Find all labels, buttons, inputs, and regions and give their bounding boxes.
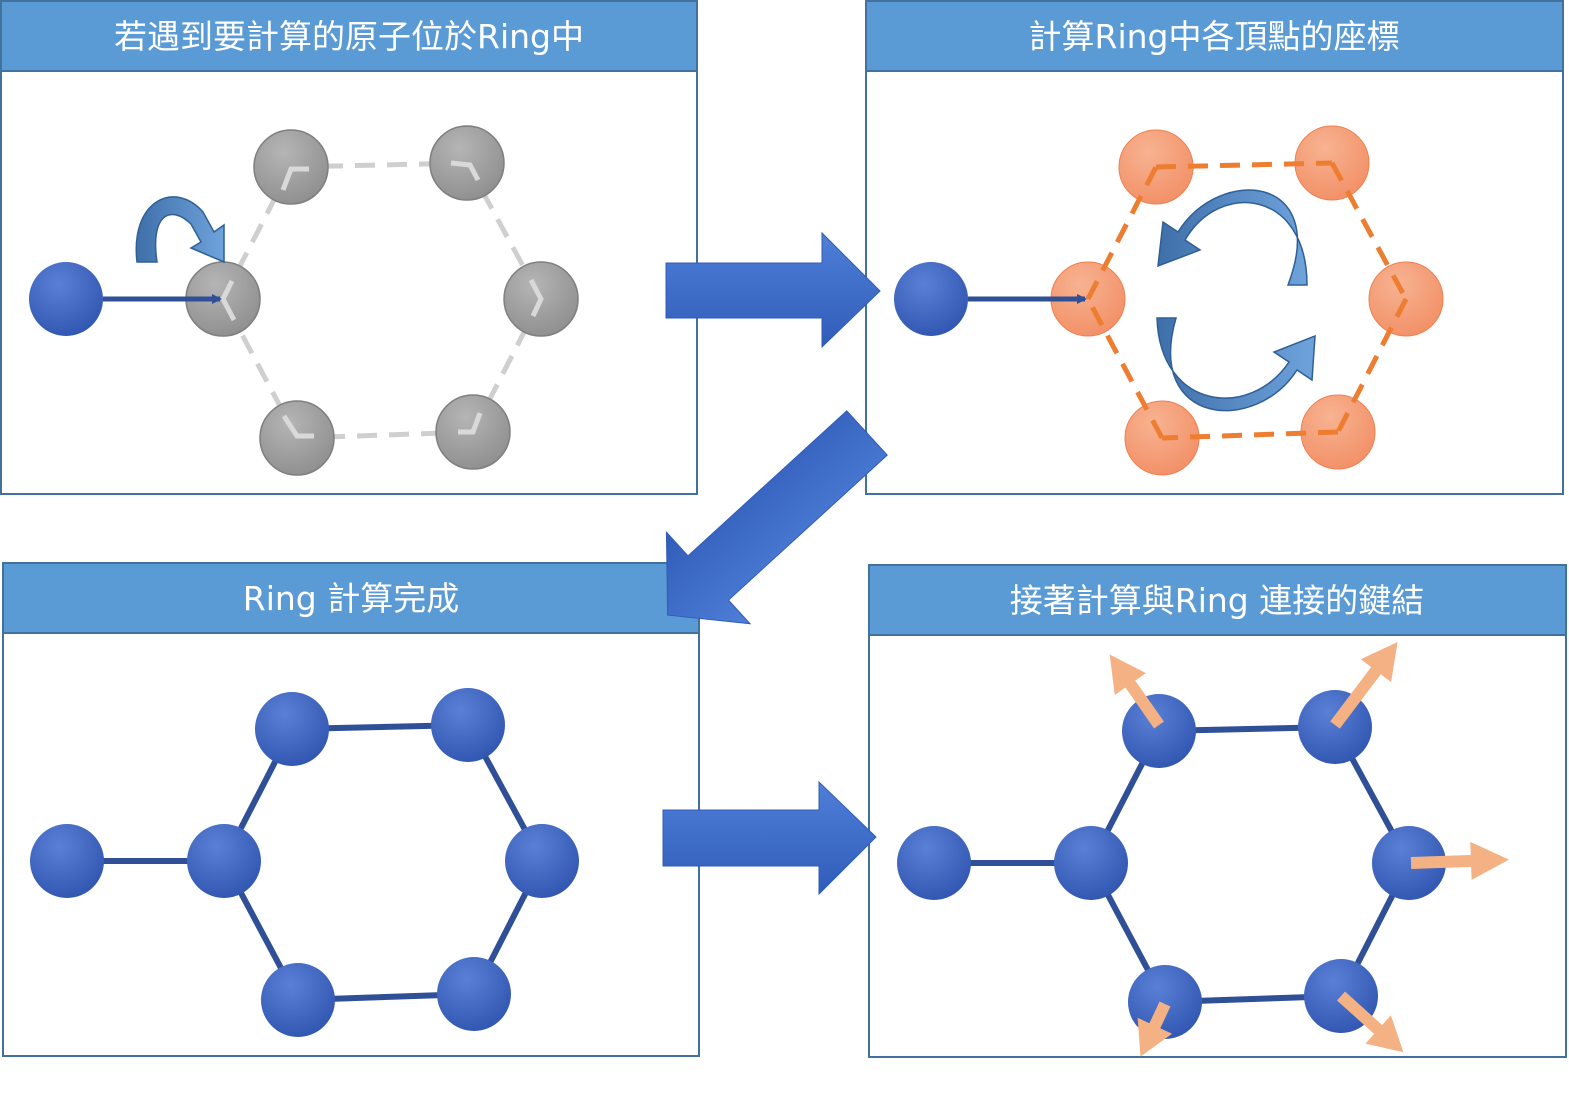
orange-ring-dashes xyxy=(1085,160,1409,441)
ring-dash-edge xyxy=(1335,297,1409,434)
ring-dash-edge xyxy=(1155,160,1333,170)
atom xyxy=(261,963,335,1037)
atom xyxy=(437,957,511,1031)
panel-3-frame xyxy=(2,562,700,1057)
arrow-right-icon xyxy=(662,780,877,896)
panel-2-header xyxy=(865,0,1564,72)
atom xyxy=(1372,826,1446,900)
panel-3-title: Ring 計算完成 xyxy=(243,579,459,618)
atom xyxy=(505,824,579,898)
atom xyxy=(255,692,329,766)
ring-dash-edge xyxy=(1085,165,1159,301)
outgoing-bond-arrow-icon xyxy=(1109,654,1164,729)
ring-dash-edge xyxy=(1329,161,1409,301)
flow-arrows xyxy=(662,231,888,896)
outgoing-bond-arrow-icon xyxy=(1137,1001,1173,1057)
outgoing-bond-arrow-icon xyxy=(1330,641,1398,729)
panel-1-frame xyxy=(0,0,698,495)
atom xyxy=(30,824,104,898)
atom xyxy=(1128,965,1202,1039)
atom xyxy=(431,688,505,762)
ring-dash-edge xyxy=(1161,429,1339,441)
substituent-atom xyxy=(894,262,968,336)
ring-dash-edge xyxy=(220,165,294,301)
panel-2-title: 計算Ring中各頂點的座標 xyxy=(1029,17,1400,56)
panel-4-frame xyxy=(868,564,1567,1058)
ring-dash-edge xyxy=(1085,297,1165,440)
ring-dash-edge xyxy=(470,297,544,434)
grey-ring-dashes-over xyxy=(220,160,544,439)
outgoing-bond-arrow-icon xyxy=(1410,841,1509,880)
curved-arrow-icon xyxy=(135,196,225,264)
atom xyxy=(897,826,971,900)
panel-1-header xyxy=(0,0,698,72)
panel-4-title: 接著計算與Ring 連接的鍵結 xyxy=(1010,581,1424,620)
atom xyxy=(1298,690,1372,764)
substituent-atom xyxy=(29,262,103,336)
panel-4: 接著計算與Ring 連接的鍵結 xyxy=(868,564,1567,1058)
cycle-arrows-icon xyxy=(1156,189,1316,412)
outgoing-bond-arrow-icon xyxy=(1336,991,1404,1053)
panel-2: 計算Ring中各頂點的座標 xyxy=(865,0,1564,495)
arrow-right-icon xyxy=(665,231,881,349)
panel-4-header xyxy=(868,564,1567,636)
panel-3-header xyxy=(2,562,700,634)
panel-1: 若遇到要計算的原子位於Ring中 xyxy=(0,0,698,495)
atom xyxy=(1054,826,1128,900)
panel-1-title: 若遇到要計算的原子位於Ring中 xyxy=(114,17,584,56)
arrow-down-left-icon xyxy=(665,410,888,625)
panel-2-frame xyxy=(865,0,1564,495)
outgoing-bond-arrows xyxy=(1109,641,1509,1057)
atom xyxy=(1122,694,1196,768)
atom xyxy=(187,824,261,898)
panel-3: Ring 計算完成 xyxy=(2,562,700,1057)
